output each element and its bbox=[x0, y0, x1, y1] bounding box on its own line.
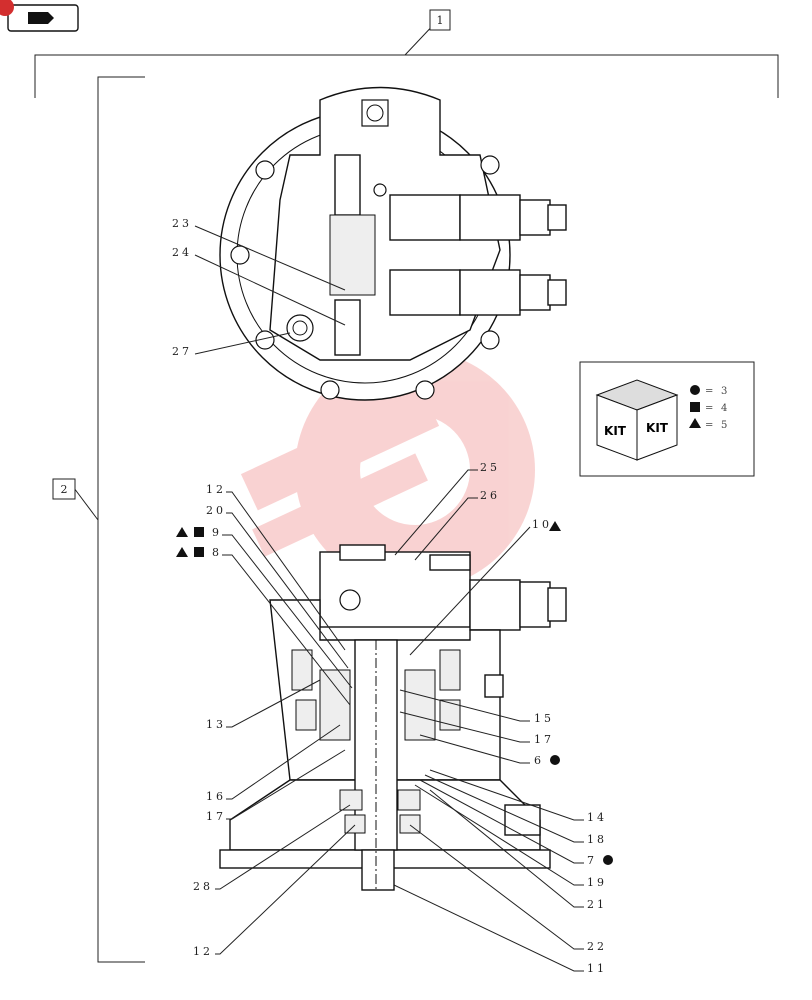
callout-19: 19 bbox=[587, 876, 607, 889]
callout-17-left: 17 bbox=[206, 810, 226, 823]
circle-symbol-icon bbox=[550, 755, 560, 765]
kit-legend-value-1: 3 bbox=[721, 386, 727, 397]
nav-button[interactable] bbox=[0, 0, 79, 32]
kit-legend-box: KIT KIT = 3 = 4 = 5 bbox=[579, 361, 755, 477]
callout-18: 18 bbox=[587, 833, 607, 846]
square-symbol-icon bbox=[690, 402, 700, 412]
callout-26: 26 bbox=[480, 489, 500, 502]
hand-pointer-icon bbox=[28, 12, 54, 24]
triangle-symbol-icon bbox=[689, 418, 701, 428]
callout-6: 6 bbox=[534, 754, 544, 767]
callout-9: 9 bbox=[212, 526, 222, 539]
kit-label-left: KIT bbox=[604, 424, 627, 438]
group-2-bracket: 2 bbox=[52, 76, 145, 963]
kit-box-icon: KIT KIT bbox=[595, 379, 679, 461]
callout-23: 23 bbox=[172, 217, 192, 230]
callout-21: 21 bbox=[587, 898, 607, 911]
callouts: 23 24 27 12 20 9 8 25 26 10 13 16 17 28 … bbox=[172, 217, 613, 975]
kit-legend-eq-2: = bbox=[705, 403, 713, 414]
kit-legend-eq-1: = bbox=[705, 386, 713, 397]
callout-27: 27 bbox=[172, 345, 192, 358]
group-1-label: 1 bbox=[437, 14, 444, 27]
callout-11: 11 bbox=[587, 962, 607, 975]
kit-legend-value-3: 5 bbox=[721, 420, 727, 431]
kit-legend-value-2: 4 bbox=[721, 403, 727, 414]
callout-20: 20 bbox=[206, 504, 226, 517]
watermark-logo bbox=[240, 350, 535, 590]
square-symbol-icon bbox=[194, 547, 204, 557]
callout-15: 15 bbox=[534, 712, 554, 725]
callout-14: 14 bbox=[587, 811, 607, 824]
kit-label-right: KIT bbox=[646, 421, 669, 435]
callout-25: 25 bbox=[480, 461, 500, 474]
group-2-label: 2 bbox=[61, 483, 68, 496]
callout-16: 16 bbox=[206, 790, 226, 803]
circle-symbol-icon bbox=[603, 855, 613, 865]
kit-legend-eq-3: = bbox=[705, 420, 713, 431]
callout-12-bottom: 12 bbox=[193, 945, 213, 958]
callout-28: 28 bbox=[193, 880, 213, 893]
group-1-bracket: 1 bbox=[34, 9, 779, 98]
callout-10: 10 bbox=[532, 518, 552, 531]
callout-13: 13 bbox=[206, 718, 226, 731]
triangle-symbol-icon bbox=[549, 521, 561, 531]
callout-17-right: 17 bbox=[534, 733, 554, 746]
square-symbol-icon bbox=[194, 527, 204, 537]
callout-8: 8 bbox=[212, 546, 222, 559]
motor-section-view bbox=[219, 544, 567, 891]
circle-symbol-icon bbox=[690, 385, 700, 395]
callout-24: 24 bbox=[172, 246, 192, 259]
callout-7: 7 bbox=[587, 854, 597, 867]
motor-top-view bbox=[219, 86, 567, 401]
callout-22: 22 bbox=[587, 940, 607, 953]
triangle-symbol-icon bbox=[176, 527, 188, 537]
triangle-symbol-icon bbox=[176, 547, 188, 557]
callout-12-top: 12 bbox=[206, 483, 226, 496]
